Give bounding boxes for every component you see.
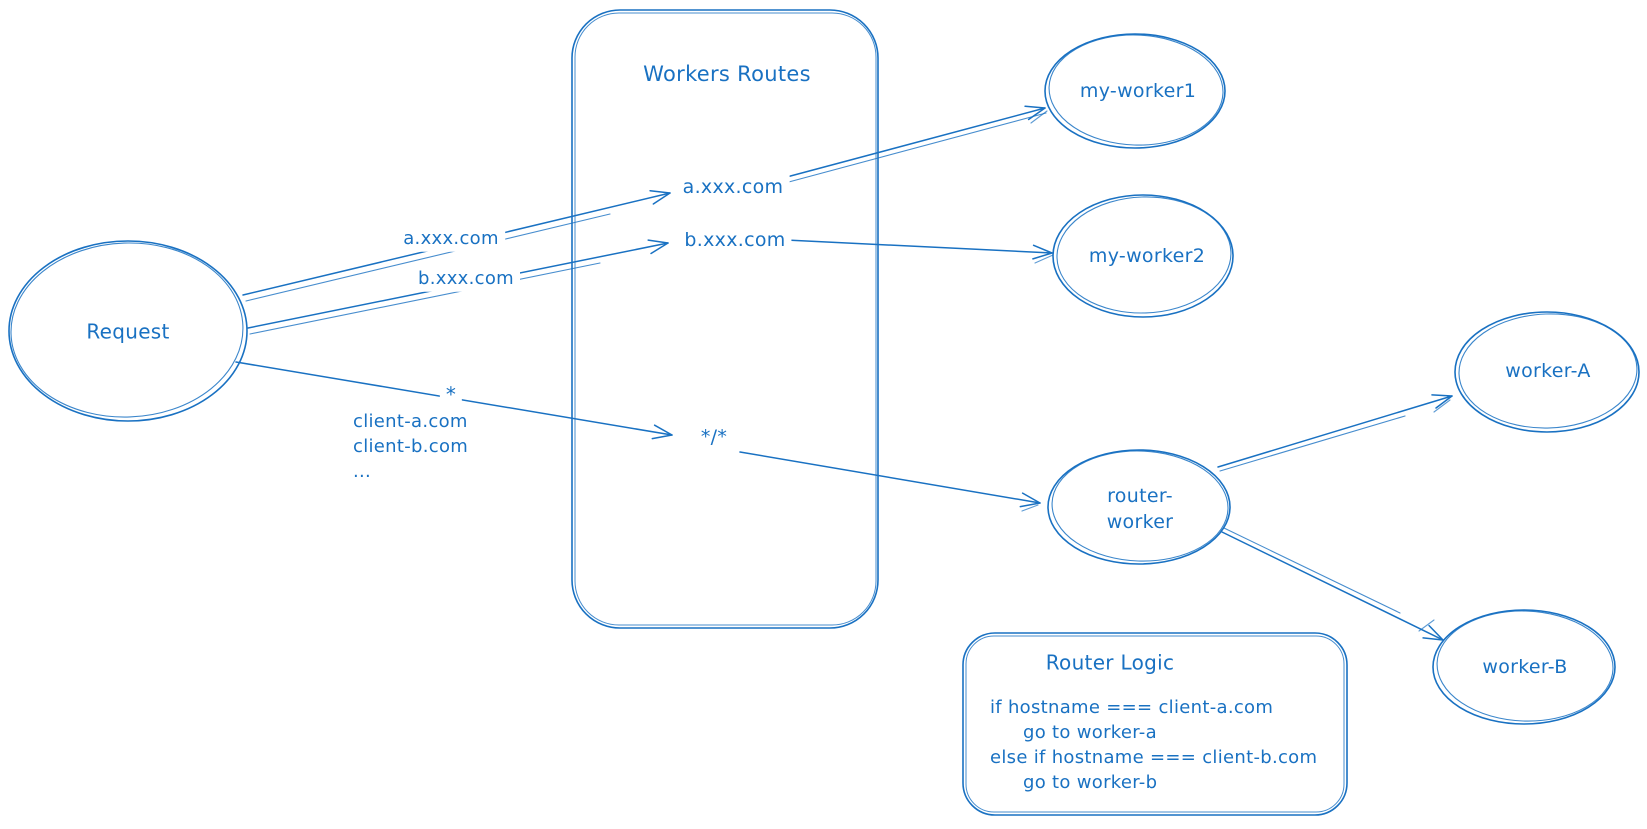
workers-routes-box-shape [571,9,879,629]
router-logic-box-shape [962,632,1348,816]
router-logic-code-line: if hostname === client-a.com [990,697,1274,718]
client-hosts-list: client-a.com client-b.com ... [353,409,468,484]
arrow-route-a-to-my-worker1 [782,105,1048,184]
my-worker2-node-label: my-worker2 [1088,245,1206,268]
request-node-label: Request [86,319,170,344]
edge-label-hostname-b: b.xxx.com [412,266,520,292]
route-a-label: a.xxx.com [676,175,790,201]
edge-label-wildcard-star: * [439,381,463,409]
route-b-label: b.xxx.com [678,228,792,254]
router-worker-node-shape [1047,449,1231,565]
client-host-item: client-a.com [353,411,468,432]
arrow-route-wildcard-to-router-worker [739,451,1041,512]
worker-b-node-label: worker-B [1482,656,1568,679]
arrow-router-worker-to-worker-b [1221,527,1444,641]
router-worker-label-line2: worker [1106,511,1174,533]
router-logic-code-line: go to worker-b [1023,772,1158,793]
workers-routes-title: Workers Routes [643,61,811,86]
router-logic-code-line: go to worker-a [1023,722,1157,743]
worker-b-node-shape [1432,609,1616,725]
worker-a-node-label: worker-A [1505,360,1591,383]
client-host-item: client-b.com [353,436,469,457]
edge-label-hostname-a: a.xxx.com [397,226,505,252]
worker-a-node-shape [1454,311,1640,433]
arrow-router-worker-to-worker-a [1217,394,1453,472]
arrow-route-b-to-my-worker2 [785,239,1054,264]
router-logic-code-line: else if hostname === client-b.com [990,747,1318,768]
client-host-item: ... [353,461,372,482]
router-logic-title: Router Logic [1045,650,1175,675]
route-wildcard-label: */* [694,425,734,451]
router-worker-node-label: router- worker [1107,483,1174,535]
router-worker-label-line1: router- [1107,485,1173,507]
request-node-shape [8,240,248,422]
my-worker2-node-shape [1052,194,1234,318]
my-worker1-node-shape [1044,33,1226,149]
my-worker1-node-label: my-worker1 [1079,80,1197,103]
router-logic-code: if hostname === client-a.com go to worke… [990,695,1317,795]
